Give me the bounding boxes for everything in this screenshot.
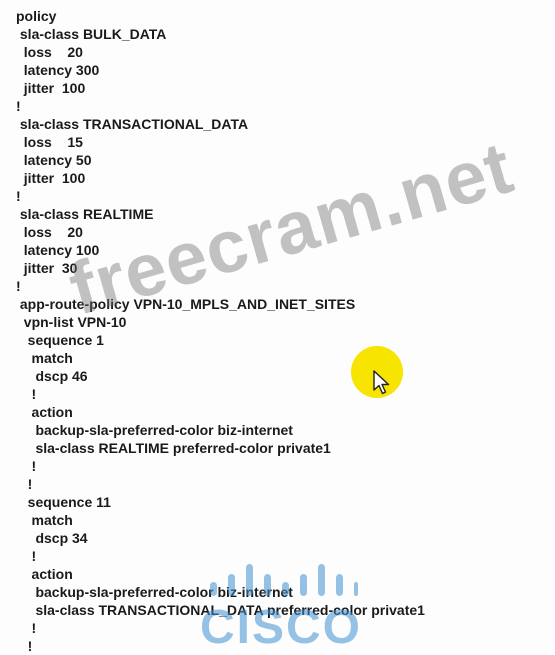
config-line: vpn-list VPN-10 (16, 314, 127, 330)
config-line: match (16, 350, 73, 366)
config-line: ! (16, 638, 33, 654)
config-line: ! (16, 188, 21, 204)
config-line: jitter 100 (16, 170, 86, 186)
config-line: latency 100 (16, 242, 100, 258)
cisco-bars-icon (210, 564, 358, 596)
config-line: match (16, 512, 73, 528)
config-line: loss 20 (16, 44, 83, 60)
config-line: sequence 11 (16, 494, 111, 510)
config-line: latency 300 (16, 62, 100, 78)
config-line: dscp 34 (16, 530, 88, 546)
cisco-logo-text: CISCO (200, 601, 363, 654)
config-line: sla-class TRANSACTIONAL_DATA preferred-c… (16, 602, 425, 618)
config-line: sla-class REALTIME (16, 206, 154, 222)
config-line: loss 20 (16, 224, 83, 240)
config-line: ! (16, 476, 33, 492)
config-line: jitter 30 (16, 260, 78, 276)
config-line: backup-sla-preferred-color biz-internet (16, 584, 293, 600)
config-line: jitter 100 (16, 80, 86, 96)
config-line: ! (16, 278, 21, 294)
config-line: policy (16, 8, 57, 24)
config-text-block: policy sla-class BULK_DATA loss 20 laten… (16, 7, 546, 655)
config-line: dscp 46 (16, 368, 88, 384)
cursor-highlight (351, 346, 403, 398)
pointer-cursor-icon (373, 370, 390, 395)
config-line: ! (16, 548, 37, 564)
config-line: ! (16, 458, 37, 474)
config-line: sla-class TRANSACTIONAL_DATA (16, 116, 249, 132)
config-line: app-route-policy VPN-10_MPLS_AND_INET_SI… (16, 296, 356, 312)
config-line: action (16, 566, 73, 582)
config-line: ! (16, 386, 37, 402)
config-line: loss 15 (16, 134, 83, 150)
config-line: ! (16, 620, 37, 636)
config-line: sequence 1 (16, 332, 104, 348)
config-line: sla-class REALTIME preferred-color priva… (16, 440, 331, 456)
config-line: sla-class BULK_DATA (16, 26, 167, 42)
config-line: backup-sla-preferred-color biz-internet (16, 422, 293, 438)
cisco-logo: CISCO (200, 560, 360, 655)
config-line: ! (16, 98, 21, 114)
config-line: action (16, 404, 73, 420)
config-line: latency 50 (16, 152, 92, 168)
